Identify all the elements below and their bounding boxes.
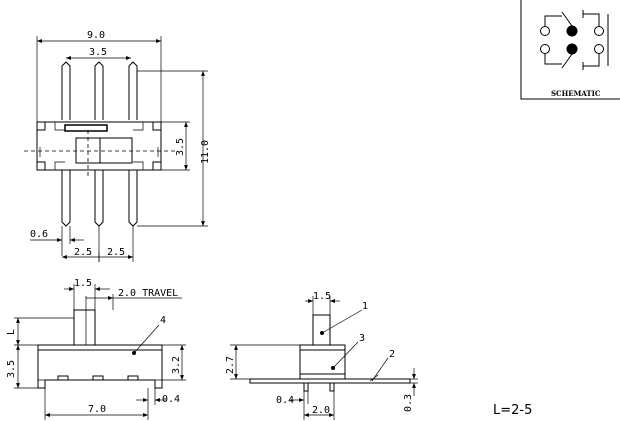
dim-tab: 0.4: [162, 394, 180, 405]
slider-knob: [75, 137, 133, 164]
dim-pin-width: 0.6: [30, 229, 48, 240]
dim-side-base: 2.0: [312, 405, 330, 416]
dim-pitch-right: 2.5: [107, 247, 125, 258]
dim-pin-span: 3.5: [89, 47, 107, 58]
side-view: 1.5 1 3 2 2.7 0.4: [225, 291, 418, 420]
pin: [61, 170, 71, 227]
dim-L: L: [6, 329, 17, 335]
dim-body-height: 3.2: [171, 356, 182, 374]
dim-overall-height: 11.0: [200, 140, 211, 164]
schematic-common-contact: [566, 25, 578, 37]
schematic-label: SCHEMATIC: [551, 89, 601, 98]
dim-front-height: 3.5: [6, 360, 17, 378]
side-pin: [329, 382, 335, 392]
dim-length: 7.0: [88, 404, 106, 415]
dim-width: 9.0: [87, 30, 105, 41]
dim-side-pin: 0.4: [276, 395, 294, 406]
dim-side-height: 2.7: [225, 356, 236, 374]
callout-3: 3: [359, 333, 365, 344]
schematic-contact: [540, 44, 550, 54]
pin: [94, 170, 104, 227]
pin: [128, 170, 138, 227]
travel-label: 2.0 TRAVEL: [118, 288, 178, 299]
schematic-contact: [594, 26, 604, 36]
dim-pitch-left: 2.5: [74, 247, 92, 258]
dim-side-actuator: 1.5: [313, 291, 331, 302]
schematic-contact: [594, 44, 604, 54]
switch-body: [36, 121, 162, 171]
dim-body-width: 3.5: [175, 138, 186, 156]
pin: [128, 61, 138, 120]
side-pin: [303, 382, 309, 392]
callout-2: 2: [389, 349, 395, 360]
pin: [61, 61, 71, 120]
actuator: [73, 309, 96, 346]
callout-4: 4: [160, 315, 166, 326]
dim-actuator-width: 1.5: [74, 278, 92, 289]
top-view: 9.0 3.5 11.0: [24, 30, 211, 262]
schematic-box: SCHEMATIC: [520, 0, 620, 100]
schematic-common-contact: [566, 43, 578, 55]
length-parameter: L=2-5: [493, 403, 532, 418]
front-view: 1.5 2.0 TRAVEL L 4 3.5 3.2: [6, 278, 186, 420]
switch-body: [37, 344, 163, 389]
dim-plate-thickness: 0.3: [403, 394, 414, 412]
slider-window: [64, 124, 108, 132]
base-plate: [249, 378, 411, 384]
schematic-contact: [540, 26, 550, 36]
pin: [94, 61, 104, 120]
callout-1: 1: [362, 301, 368, 312]
